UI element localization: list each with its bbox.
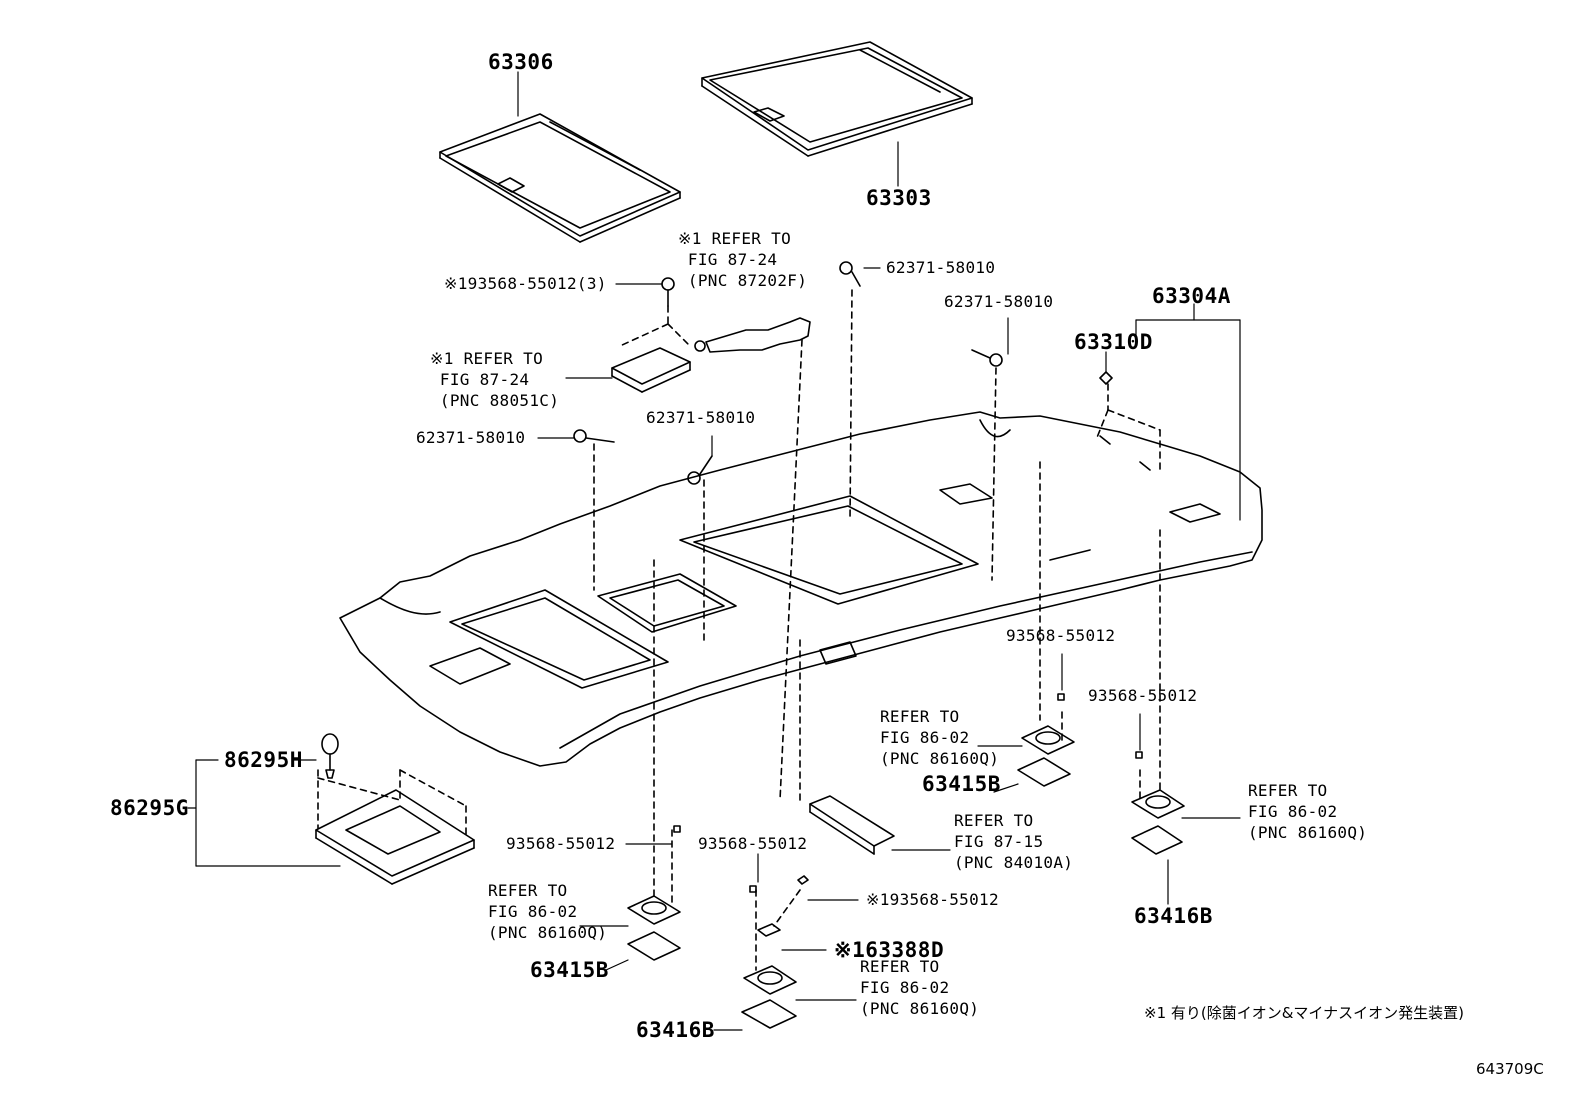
reference-86160q-left: REFER TO FIG 86-02 (PNC 86160Q) bbox=[488, 881, 608, 942]
grommet-63310d bbox=[1099, 371, 1113, 385]
bolt-label-r1: 93568-55012 bbox=[1006, 626, 1116, 645]
reference-84010a: REFER TO FIG 87-15 (PNC 84010A) bbox=[954, 811, 1074, 872]
controller-88051c bbox=[611, 277, 691, 393]
figure-id: 643709C bbox=[1476, 1060, 1544, 1078]
leader-lines bbox=[187, 71, 1241, 1031]
bolt-label-top: ※193568-55012(3) bbox=[444, 274, 607, 293]
part-label-63415b-left: 63415B bbox=[530, 958, 609, 982]
part-label-63303: 63303 bbox=[866, 186, 932, 210]
part-label-63388d: ※163388D bbox=[834, 938, 945, 962]
footnote: ※1 有り(除菌イオン&マイナスイオン発生装置) bbox=[1144, 1004, 1464, 1022]
sunshade-panel-63306 bbox=[439, 113, 681, 243]
part-label-63306: 63306 bbox=[488, 50, 554, 74]
reference-86160q-r1: REFER TO FIG 86-02 (PNC 86160Q) bbox=[880, 707, 1000, 768]
top-guides bbox=[593, 289, 1161, 971]
clip-icons bbox=[573, 261, 1003, 485]
part-label-63310d: 63310D bbox=[1074, 330, 1153, 354]
reference-87202f: ※1 REFER TO FIG 87-24 (PNC 87202F) bbox=[678, 229, 808, 290]
reference-86160q-r2: REFER TO FIG 86-02 (PNC 86160Q) bbox=[1248, 781, 1368, 842]
bolt-label-middle-2: ※193568-55012 bbox=[866, 890, 999, 909]
sunshade-panel-63303 bbox=[701, 41, 973, 157]
duct-87202f bbox=[694, 317, 811, 353]
bolt-label-left: 93568-55012 bbox=[506, 834, 616, 853]
reference-88051c: ※1 REFER TO FIG 87-24 (PNC 88051C) bbox=[430, 349, 560, 410]
clip-label-c: 62371-58010 bbox=[886, 258, 996, 277]
part-label-63304a: 63304A bbox=[1152, 284, 1231, 308]
bolt-label-r2: 93568-55012 bbox=[1088, 686, 1198, 705]
reference-86160q-middle: REFER TO FIG 86-02 (PNC 86160Q) bbox=[860, 957, 980, 1018]
room-lamp-guides bbox=[317, 769, 467, 835]
clip-label-b: 62371-58010 bbox=[646, 408, 756, 427]
bolt-label-middle: 93568-55012 bbox=[698, 834, 808, 853]
headliner-63304a bbox=[339, 411, 1263, 767]
speaker-assemblies bbox=[627, 693, 1185, 1029]
part-label-86295g: 86295G bbox=[110, 796, 189, 820]
part-label-86295h: 86295H bbox=[224, 748, 303, 772]
clip-label-d: 62371-58010 bbox=[944, 292, 1054, 311]
part-label-63415b-right: 63415B bbox=[922, 772, 1001, 796]
part-label-63416b-middle: 63416B bbox=[636, 1018, 715, 1042]
part-label-63416b-right: 63416B bbox=[1134, 904, 1213, 928]
room-lamp-86295g bbox=[315, 733, 475, 885]
clip-label-a: 62371-58010 bbox=[416, 428, 526, 447]
